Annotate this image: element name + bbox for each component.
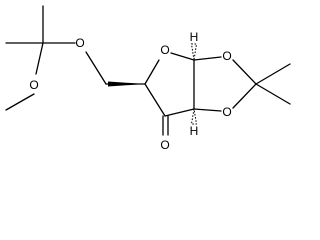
wedge-bond-c5-ch2 bbox=[108, 81, 145, 87]
atom-o-ether-left: O bbox=[29, 78, 38, 92]
bond-c3-c5 bbox=[144, 83, 166, 117]
stereo-bonds bbox=[108, 43, 198, 125]
molecule-structure: O O O O O O H H bbox=[5, 5, 291, 152]
atom-h-bottom: H bbox=[190, 124, 199, 138]
hash-bond-c2-h bbox=[190, 108, 198, 125]
bond-otop-cq bbox=[232, 59, 257, 85]
bond-tbu-down bbox=[35, 42, 44, 75]
atom-o-dioxole-top: O bbox=[222, 49, 231, 63]
hash-bond-c1-h bbox=[190, 43, 198, 61]
atom-h-top: H bbox=[190, 30, 199, 44]
bond-lines bbox=[5, 5, 291, 136]
bond-methyl-down bbox=[255, 83, 291, 105]
bond-methyl-up bbox=[255, 63, 291, 85]
atom-o-dioxole-bottom: O bbox=[222, 105, 231, 119]
bond-obottom-c2 bbox=[193, 108, 222, 112]
atom-labels: O O O O O O H H bbox=[29, 30, 231, 152]
atom-o-ether-mid: O bbox=[75, 36, 84, 50]
bond-cq-obottom bbox=[232, 83, 257, 109]
atom-o-ring: O bbox=[160, 43, 169, 57]
bond-oring-c1 bbox=[170, 52, 195, 61]
atom-o-ketone: O bbox=[160, 138, 169, 152]
bond-c1-otop bbox=[193, 56, 222, 61]
bond-c5-oring bbox=[144, 59, 160, 85]
bond-methoxy bbox=[5, 93, 35, 111]
bond-c2-c3 bbox=[164, 108, 195, 117]
bond-ether-ch2 bbox=[85, 51, 107, 85]
